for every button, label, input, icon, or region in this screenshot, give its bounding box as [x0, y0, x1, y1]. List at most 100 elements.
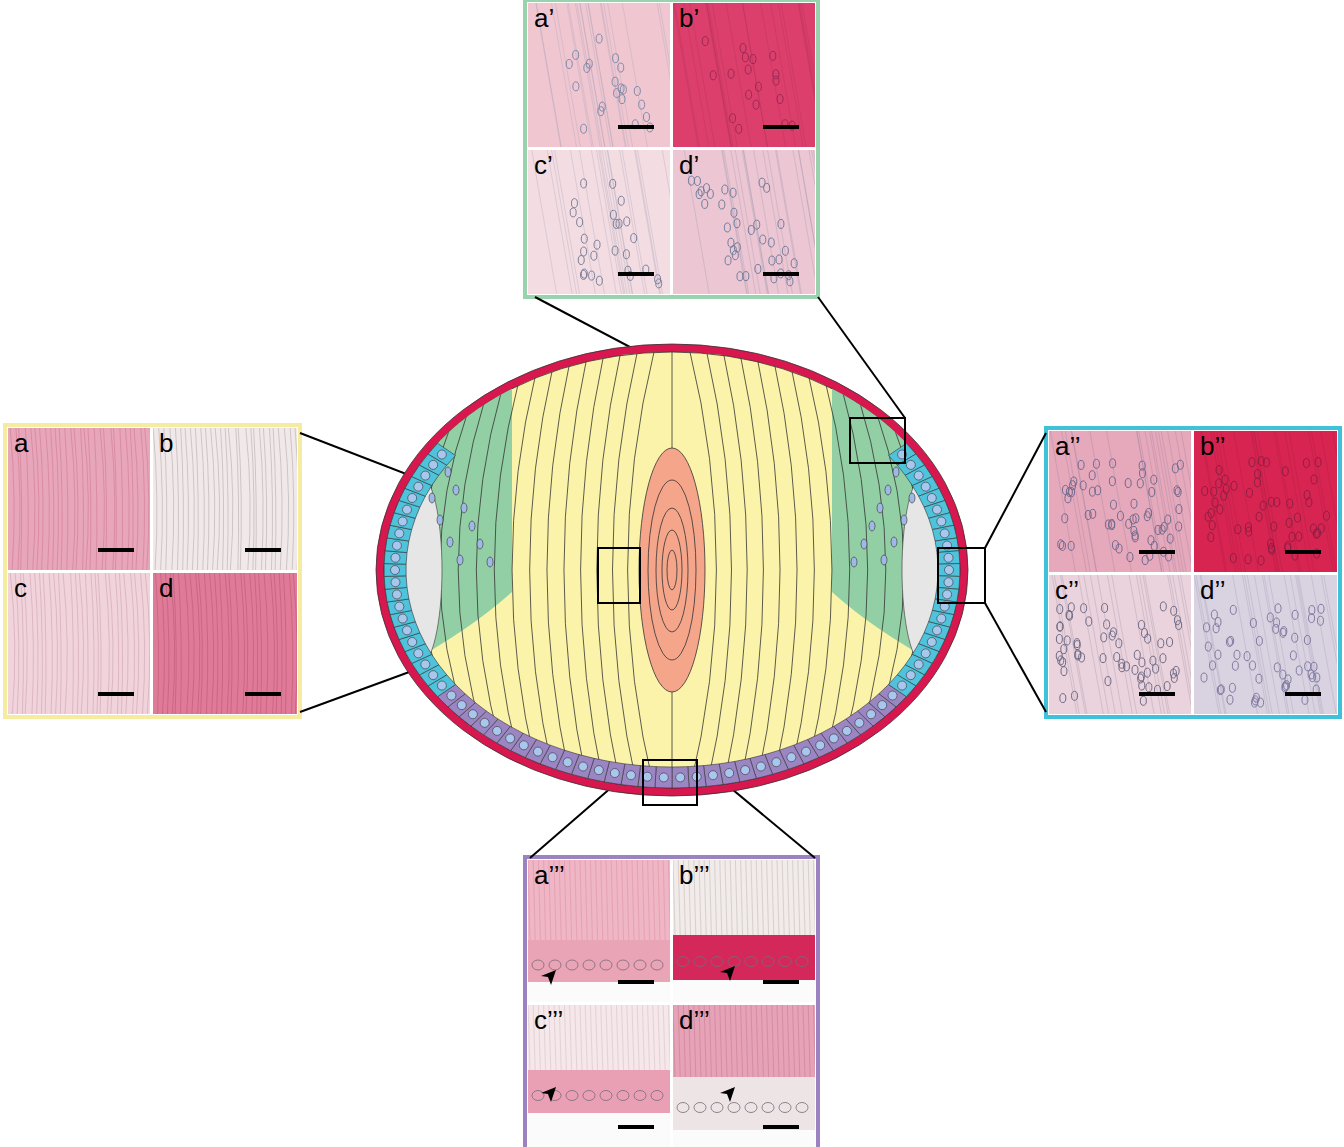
- fiber-nucleus: [877, 503, 883, 513]
- epithelial-cell: [385, 587, 409, 602]
- fiber-line: [774, 361, 797, 779]
- tissue-texture: [153, 428, 297, 570]
- scale-bar: [98, 692, 134, 696]
- tissue-texture: [8, 573, 150, 714]
- fiber-line: [808, 373, 832, 767]
- epithelial-cell: [384, 576, 407, 589]
- cell-nucleus: [391, 553, 400, 562]
- fiber-nucleus: [909, 493, 915, 503]
- scale-bar: [98, 548, 134, 552]
- fiber-nucleus: [861, 539, 867, 549]
- cell-nucleus: [943, 590, 952, 599]
- scale-bar: [245, 692, 281, 696]
- panel-letter: a: [14, 430, 28, 456]
- fiber-line: [757, 357, 780, 784]
- micrograph-panel: b’’’: [673, 860, 815, 1002]
- fiber-line: [547, 361, 570, 779]
- scale-bar: [763, 272, 799, 276]
- cell-nucleus: [392, 590, 401, 599]
- panel-letter: b: [159, 430, 173, 456]
- nucleus-ring: [662, 530, 682, 610]
- micrograph-panel: d’: [673, 150, 815, 294]
- cell-nucleus: [659, 773, 668, 782]
- panel-letter: c’: [534, 152, 553, 178]
- cell-nucleus: [940, 529, 949, 538]
- fiber-nucleus: [437, 515, 443, 525]
- panel-letter: d: [159, 575, 173, 601]
- leader-line: [985, 603, 1046, 712]
- cell-nucleus: [643, 772, 652, 781]
- epithelial-cell: [672, 767, 689, 788]
- micrograph-panel: d: [153, 573, 297, 714]
- fiber-nucleus: [487, 557, 493, 567]
- cell-nucleus: [533, 747, 542, 756]
- fiber-line: [494, 380, 519, 759]
- cell-nucleus: [395, 529, 404, 538]
- panel-letter: c’’’: [534, 1007, 563, 1033]
- fiber-nucleus: [457, 555, 463, 565]
- nucleus-ring: [656, 508, 688, 632]
- scale-bar: [1285, 550, 1321, 554]
- inset-frame: [525, 857, 818, 1147]
- cell-nucleus: [519, 741, 528, 750]
- panel-letter: d’’: [1200, 577, 1226, 603]
- epithelial-cell: [937, 551, 960, 564]
- cell-nucleus: [676, 773, 685, 782]
- arrowhead-marker: [720, 1087, 735, 1102]
- lens-nucleus: [639, 448, 705, 692]
- micrograph-panel: a’: [528, 3, 670, 147]
- fiber-nucleus: [447, 537, 453, 547]
- arrowhead-marker: [720, 966, 735, 981]
- scale-bar: [245, 548, 281, 552]
- scale-bar: [1285, 692, 1321, 696]
- cell-nucleus: [867, 710, 876, 719]
- fiber-line: [723, 350, 747, 789]
- fiber-line: [859, 399, 886, 741]
- fiber-nucleus: [869, 521, 875, 531]
- fiber-nucleus: [461, 503, 467, 513]
- micrograph-panel: d’’’: [673, 1005, 815, 1147]
- fiber-nucleus: [851, 557, 857, 567]
- cell-nucleus: [787, 753, 796, 762]
- fiber-nucleus: [445, 467, 451, 477]
- epithelial-cell: [937, 576, 960, 589]
- panel-letter: c: [14, 575, 27, 601]
- cell-nucleus: [741, 766, 750, 775]
- zoom-box: [938, 548, 985, 603]
- zoom-box: [598, 548, 640, 603]
- fiber-line: [458, 399, 485, 741]
- micrograph-panel: a: [8, 428, 150, 570]
- fiber-line: [597, 350, 621, 789]
- panel-letter: a’: [534, 5, 554, 31]
- fiber-line: [706, 349, 731, 792]
- cell-nucleus: [391, 578, 400, 587]
- cell-nucleus: [927, 637, 936, 646]
- cell-nucleus: [563, 758, 572, 767]
- cell-nucleus: [944, 553, 953, 562]
- nucleus-ring: [648, 480, 696, 660]
- cell-nucleus: [437, 450, 446, 459]
- tissue-texture: [153, 573, 297, 714]
- cell-nucleus: [816, 741, 825, 750]
- epithelial-cell: [638, 766, 656, 788]
- epithelial-cell: [384, 551, 407, 564]
- cell-nucleus: [933, 505, 942, 514]
- panel-letter: a’’’: [534, 862, 565, 888]
- micrograph-panel: d’’: [1194, 575, 1337, 714]
- panel-letter: b’’: [1200, 433, 1226, 459]
- leader-line: [985, 433, 1046, 548]
- zoom-box: [643, 760, 697, 805]
- micrograph-panel: c: [8, 573, 150, 714]
- cell-nucleus: [594, 766, 603, 775]
- fiber-nucleus: [893, 467, 899, 477]
- cell-nucleus: [927, 494, 936, 503]
- nucleus-ring: [667, 550, 677, 590]
- fiber-nucleus: [429, 493, 435, 503]
- cell-nucleus: [480, 718, 489, 727]
- cell-nucleus: [506, 734, 515, 743]
- cell-nucleus: [772, 758, 781, 767]
- fiber-line: [842, 389, 868, 751]
- cell-nucleus: [914, 471, 923, 480]
- cell-nucleus: [945, 566, 954, 575]
- cell-nucleus: [906, 460, 915, 469]
